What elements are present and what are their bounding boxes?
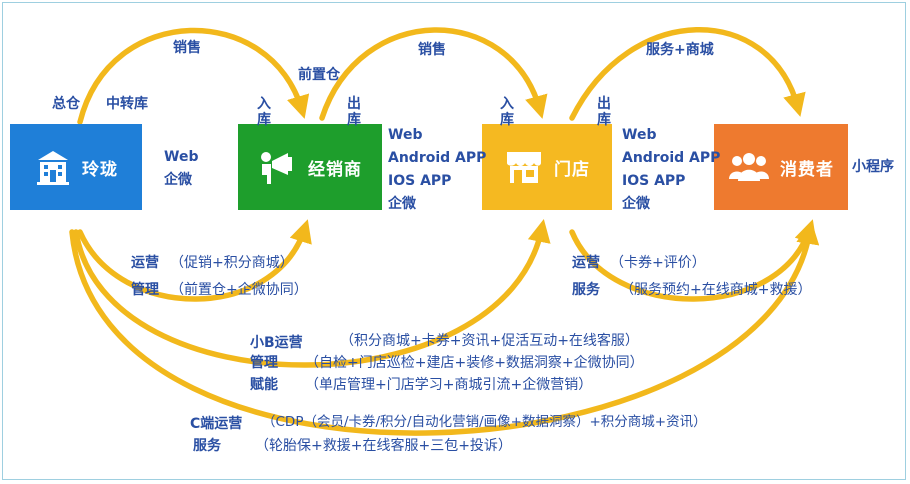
c-service-text: （轮胎保+救援+在线客服+三包+投诉） (255, 438, 512, 454)
b-mgmt-text: （自检+门店巡检+建店+装修+数据洞察+企微协同） (305, 355, 644, 371)
channels-store: Web Android APP IOS APP 企微 (622, 124, 720, 216)
node-store-label: 门店 (554, 159, 590, 180)
building-icon (34, 148, 72, 186)
node-consumer-label: 消费者 (780, 159, 834, 180)
main-warehouse-label: 总仓 (52, 96, 80, 112)
node-store: 门店 (482, 124, 612, 210)
arrow-linglong-dealer-top (77, 27, 310, 125)
inbound-label-1: 入库 (257, 96, 271, 128)
sales-label-2: 销售 (418, 42, 446, 58)
channels-linglong: Web 企微 (164, 146, 198, 192)
outbound-label-1: 出库 (347, 96, 361, 128)
b-mgmt-label: 管理 (250, 355, 278, 371)
b-ops-text: （积分商城+卡券+资讯+促活互动+在线客服） (340, 333, 639, 349)
arrow-linglong-consumer (69, 220, 820, 436)
outbound-label-2: 出库 (597, 96, 611, 128)
channel-item: 企微 (622, 196, 650, 212)
storefront-icon (504, 148, 544, 186)
b-enable-label: 赋能 (250, 377, 278, 393)
service-text: （服务预约+在线商城+救援） (620, 282, 812, 298)
c-ops-label: C端运营 (190, 416, 243, 432)
people-icon (728, 152, 770, 182)
channel-item: Web (164, 149, 199, 165)
ops-text: （促销+积分商城） (170, 255, 294, 271)
node-linglong-label: 玲珑 (82, 159, 118, 180)
b-ops-label: 小B运营 (250, 335, 303, 351)
store-ops-label: 运营 (572, 255, 600, 271)
channel-miniprogram: 小程序 (852, 159, 894, 175)
ops-label: 运营 (131, 255, 159, 271)
channel-item: IOS APP (388, 173, 452, 189)
channel-item: Web (388, 127, 423, 143)
node-dealer-label: 经销商 (308, 159, 362, 180)
channel-item: Web (622, 127, 657, 143)
channel-item: 企微 (164, 172, 192, 188)
node-linglong: 玲珑 (10, 124, 142, 210)
mgmt-text: （前置仓+企微协同） (170, 282, 308, 298)
front-warehouse-label: 前置仓 (298, 67, 340, 83)
service-label: 服务 (572, 282, 600, 298)
c-service-label: 服务 (193, 438, 221, 454)
store-ops-text: （卡券+评价） (610, 255, 706, 271)
channels-dealer: Web Android APP IOS APP 企微 (388, 124, 486, 216)
channel-item: Android APP (622, 150, 721, 166)
node-consumer: 消费者 (714, 124, 848, 210)
transfer-warehouse-label: 中转库 (106, 96, 148, 112)
channel-item: 企微 (388, 196, 416, 212)
b-enable-text: （单店管理+门店学习+商城引流+企微营销） (305, 377, 593, 393)
c-ops-text: （CDP（会员/卡券/积分/自动化营销/画像+数据洞察）+积分商城+资讯） (262, 414, 707, 430)
arrow-linglong-store (73, 218, 551, 368)
channel-item: Android APP (388, 150, 487, 166)
mgmt-label: 管理 (131, 282, 159, 298)
inbound-label-2: 入库 (500, 96, 514, 128)
service-mall-label: 服务+商城 (646, 42, 714, 58)
arrow-store-consumer-bottom (569, 219, 817, 302)
sales-label-1: 销售 (173, 40, 201, 56)
arrow-store-consumer-top (569, 27, 806, 121)
node-dealer: 经销商 (238, 124, 382, 210)
arrow-linglong-dealer-bottom (77, 219, 312, 302)
megaphone-icon (258, 148, 298, 186)
arrow-dealer-store-top (319, 27, 548, 121)
channel-item: IOS APP (622, 173, 686, 189)
